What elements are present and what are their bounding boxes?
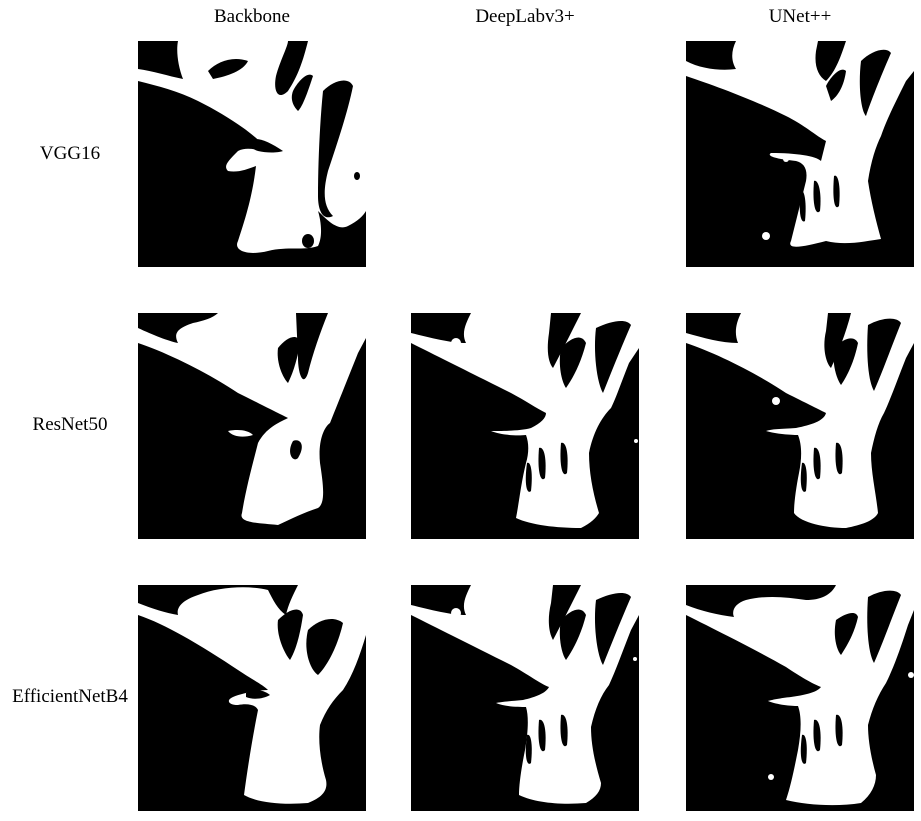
mask-efficientnetb4-deeplabv3plus: [411, 585, 639, 811]
column-header-unetpp: UNet++: [768, 6, 832, 27]
mask-resnet50-backbone: [138, 313, 366, 539]
segmentation-mask-image: [411, 313, 639, 528]
segmentation-mask-image: [686, 41, 914, 247]
row-label-resnet50: ResNet50: [32, 414, 108, 435]
row-label-vgg16: VGG16: [39, 143, 101, 164]
column-header-deeplabv3plus: DeepLabv3+: [475, 6, 575, 27]
segmentation-mask-image: [411, 585, 639, 804]
mask-efficientnetb4-backbone: [138, 585, 366, 811]
segmentation-mask-image: [138, 313, 366, 525]
segmentation-mask-image: [138, 41, 366, 253]
segmentation-mask-image: [686, 313, 914, 528]
mask-vgg16-backbone: [138, 41, 366, 267]
column-header-backbone: Backbone: [214, 6, 290, 27]
segmentation-mask-image: [138, 585, 366, 804]
mask-vgg16-deeplabv3plus-empty: [411, 41, 639, 267]
mask-resnet50-unetpp: [686, 313, 914, 539]
segmentation-mask-image: [686, 585, 914, 806]
mask-efficientnetb4-unetpp: [686, 585, 914, 811]
mask-vgg16-unetpp: [686, 41, 914, 267]
row-label-efficientnetb4: EfficientNetB4: [12, 686, 128, 707]
mask-resnet50-deeplabv3plus: [411, 313, 639, 539]
